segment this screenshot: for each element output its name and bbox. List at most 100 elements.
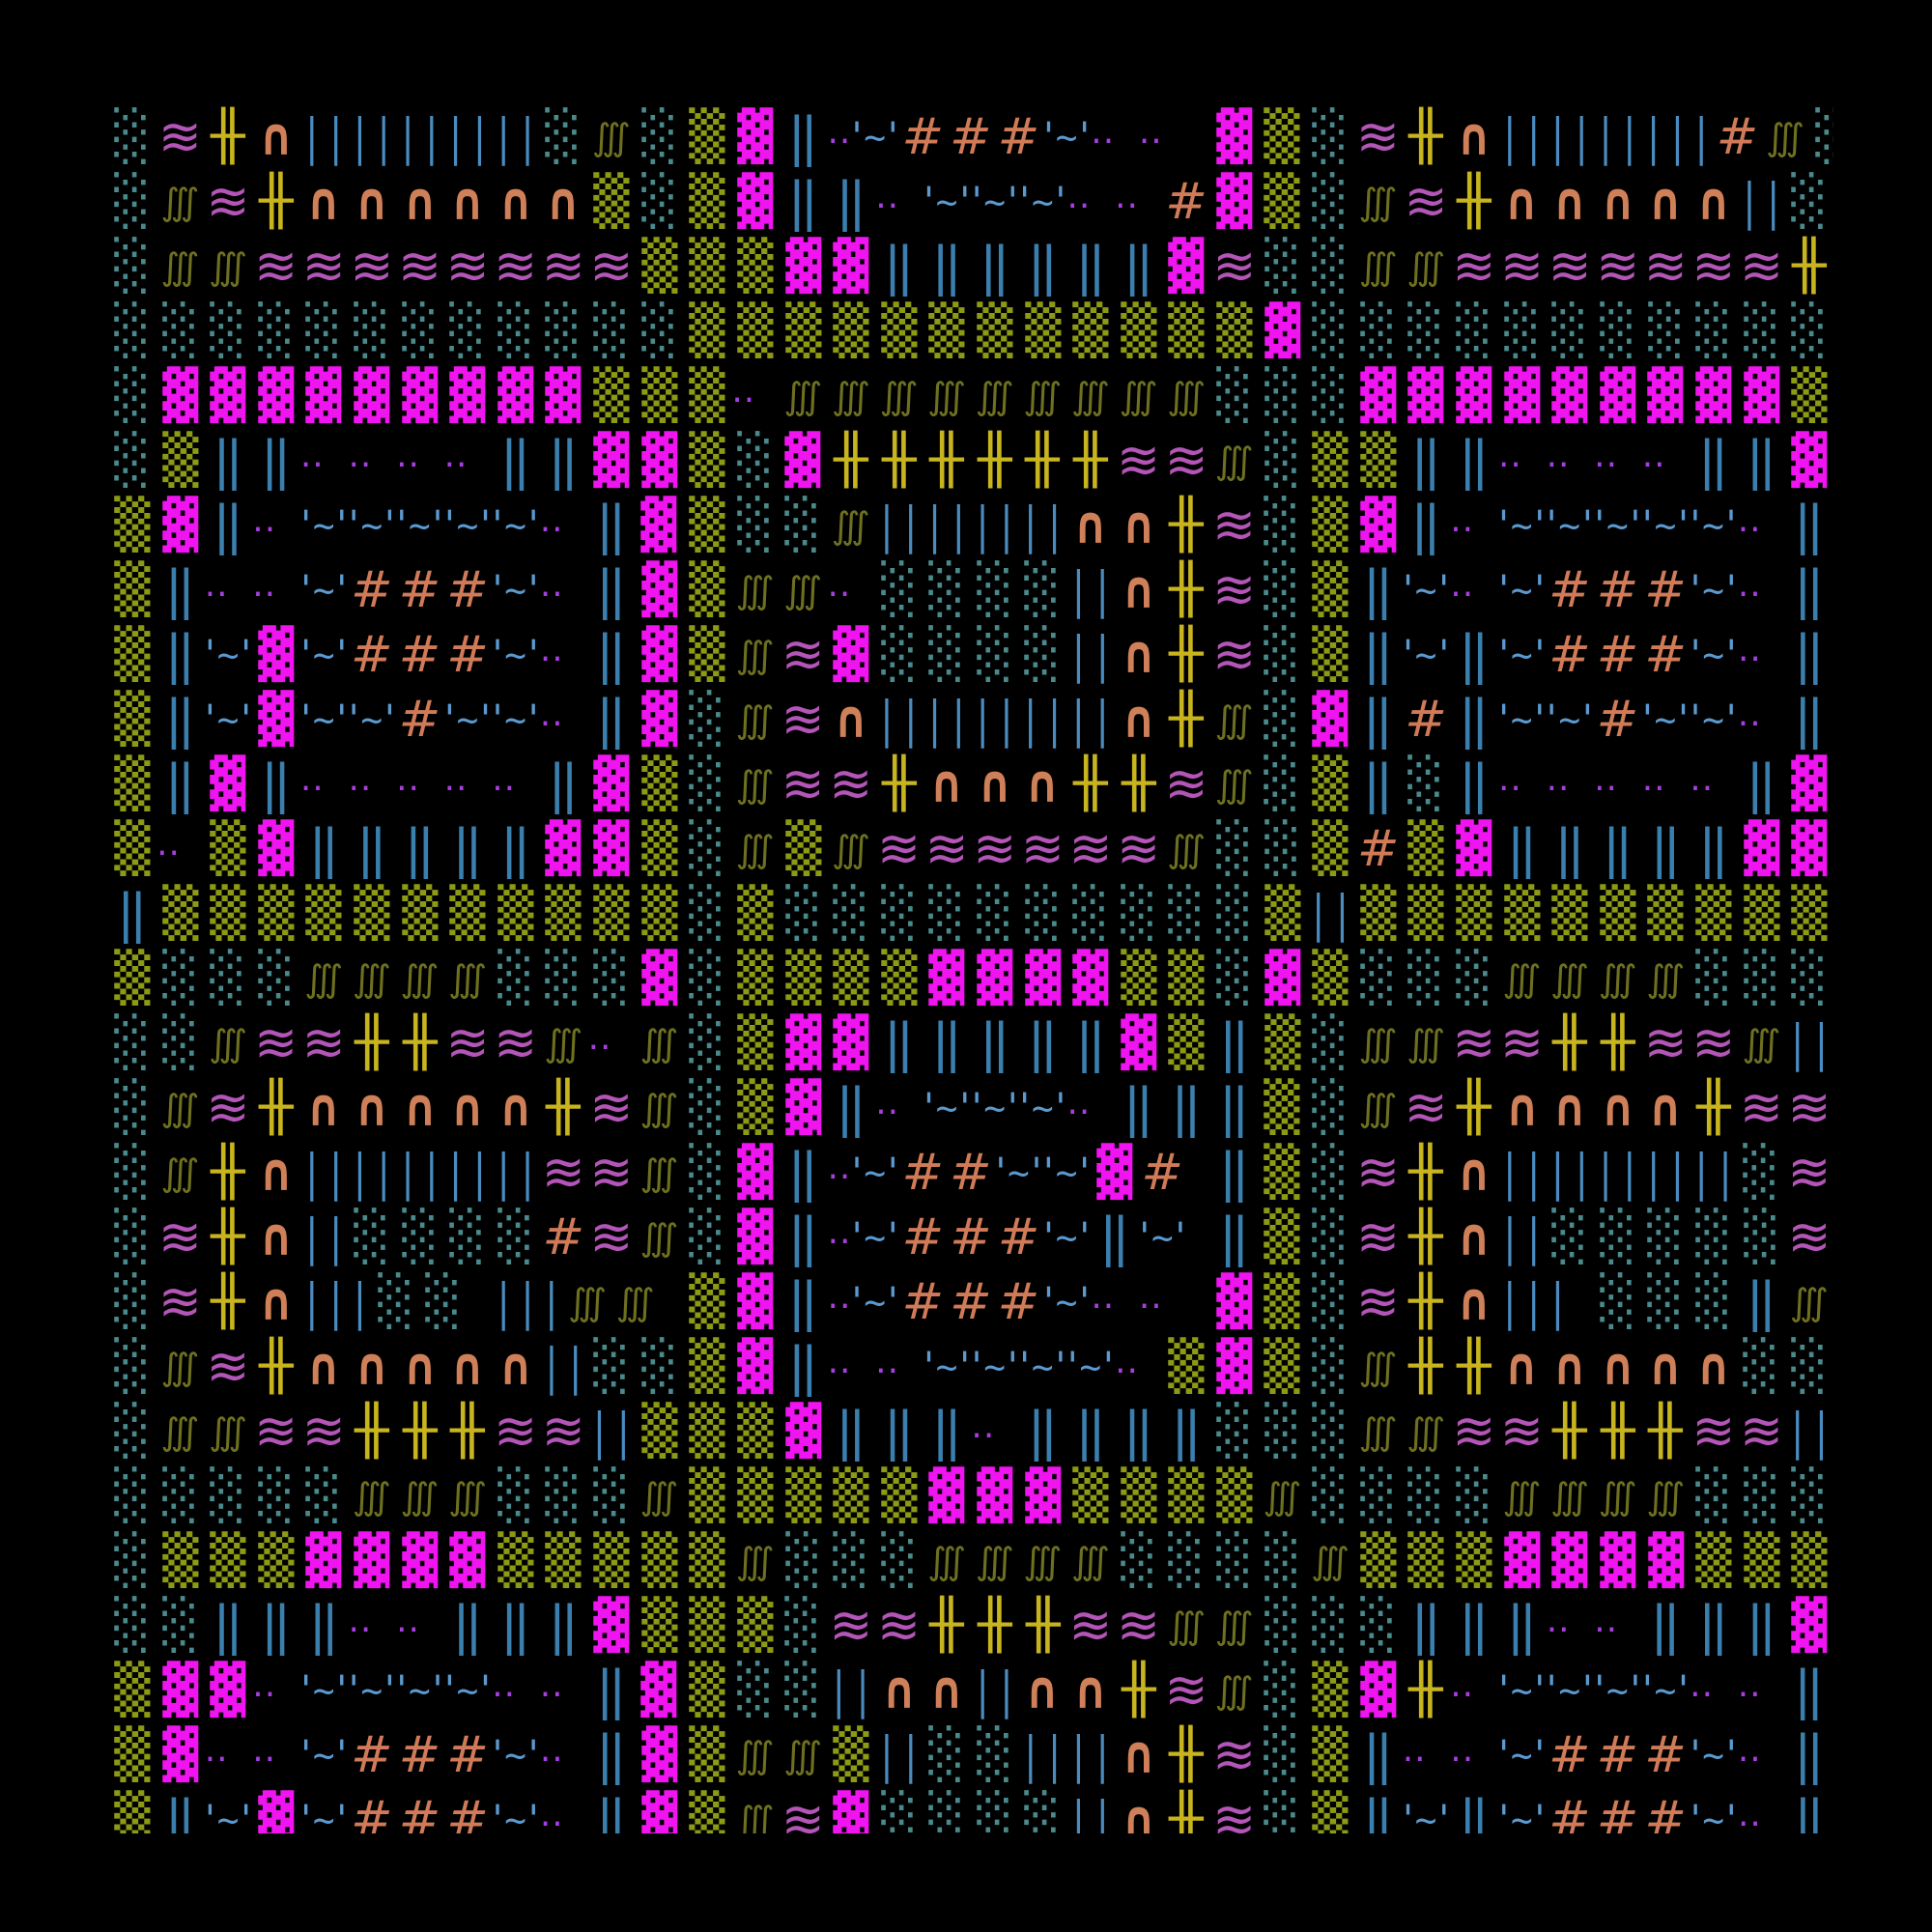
bar-glyph: |	[899, 690, 923, 749]
arch-glyph: ∩	[306, 170, 341, 232]
shade-olive-glyph: ▒	[833, 301, 869, 359]
shade-olive-glyph: ▒	[833, 1466, 869, 1524]
blank-glyph	[1761, 1658, 1785, 1722]
shade-teal-glyph: ░	[640, 107, 677, 165]
dot-glyph: .	[539, 565, 552, 605]
quote-glyph: '	[336, 1667, 348, 1713]
dot-glyph: .	[359, 436, 372, 475]
triple-tilde-glyph: ≋	[1212, 623, 1257, 685]
triple-integral-glyph: ∭	[304, 956, 344, 1000]
dot-glyph: .	[1091, 112, 1102, 152]
quote-glyph: '	[300, 567, 312, 612]
triple-tilde-glyph: ≋	[541, 235, 585, 297]
triple-tilde-glyph: ≋	[1739, 1076, 1783, 1138]
triple-integral-glyph: ∭	[1358, 1345, 1398, 1388]
double-cross-glyph: ╫	[1408, 107, 1443, 165]
double-bar-glyph: ‖	[1218, 1011, 1251, 1073]
dot-glyph: .	[156, 824, 168, 864]
blank-glyph	[1714, 752, 1738, 816]
tilde-glyph: ~	[408, 503, 431, 547]
blank-glyph	[659, 1269, 683, 1334]
dot-glyph: .	[264, 1665, 276, 1705]
bar-glyph: |	[1547, 1143, 1569, 1202]
dot-glyph: .	[204, 565, 216, 605]
shade-teal-glyph: ░	[1264, 1531, 1300, 1589]
double-bar-glyph: ‖	[451, 817, 484, 879]
blank-glyph	[468, 428, 492, 493]
quote-glyph: '	[1581, 1667, 1593, 1713]
shade-teal-glyph: ░	[1216, 1531, 1253, 1589]
triple-tilde-glyph: ≋	[541, 1141, 585, 1203]
shade-teal-glyph: ░	[689, 1208, 725, 1265]
dot-glyph: .	[1510, 436, 1521, 475]
arch-glyph: ∩	[1504, 170, 1539, 232]
triple-tilde-glyph: ≋	[829, 1594, 873, 1656]
shade-magenta-glyph: ▓	[784, 431, 821, 489]
shade-olive-glyph: ▒	[1168, 1337, 1205, 1395]
shade-teal-glyph: ░	[1695, 1272, 1732, 1330]
tilde-glyph: ~	[504, 503, 526, 547]
tilde-glyph: ~	[1654, 1668, 1677, 1712]
shade-olive-glyph: ▒	[689, 1272, 725, 1330]
tilde-glyph: ~	[504, 1798, 527, 1834]
shade-magenta-glyph: ▓	[593, 754, 630, 812]
triple-tilde-glyph: ≋	[445, 1011, 490, 1073]
shade-olive-glyph: ▒	[640, 1402, 678, 1460]
double-cross-glyph: ╫	[402, 1402, 438, 1460]
dot-glyph: .	[827, 112, 838, 152]
arch-glyph: ∩	[929, 1659, 964, 1720]
double-bar-glyph: ‖	[787, 1141, 819, 1203]
shade-teal-glyph: ░	[881, 884, 918, 942]
bar-glyph: |	[1714, 1143, 1737, 1202]
shade-magenta-glyph: ▓	[1072, 949, 1109, 1007]
shade-teal-glyph: ░	[977, 1725, 1013, 1783]
double-cross-glyph: ╫	[929, 431, 964, 489]
double-cross-glyph: ╫	[1169, 1725, 1204, 1783]
bar-glyph: |	[325, 1143, 348, 1202]
bar-glyph: |	[1786, 1013, 1809, 1072]
arch-glyph: ∩	[1121, 494, 1155, 555]
bar-glyph: |	[1498, 1272, 1521, 1331]
double-bar-glyph: ‖	[1218, 1141, 1250, 1203]
tilde-glyph: ~	[456, 697, 479, 741]
blank-glyph	[276, 1658, 300, 1722]
blank-glyph	[1521, 752, 1546, 816]
blank-glyph	[563, 493, 587, 557]
bar-glyph: |	[348, 1143, 371, 1202]
double-cross-glyph: ╫	[402, 1013, 438, 1071]
shade-olive-glyph: ▒	[1264, 1078, 1300, 1136]
triple-tilde-glyph: ≋	[1164, 429, 1208, 491]
blank-glyph	[1091, 169, 1115, 234]
double-bar-glyph: ‖	[595, 494, 627, 555]
dot-glyph: .	[838, 1277, 851, 1317]
tilde-glyph: ~	[360, 503, 384, 547]
quote-glyph: '	[348, 502, 359, 548]
blank-glyph	[1474, 557, 1498, 622]
shade-magenta-glyph: ▓	[833, 237, 869, 295]
triple-integral-glyph: ∭	[352, 1474, 391, 1518]
shade-magenta-glyph: ▓	[354, 366, 390, 424]
double-bar-glyph: ‖	[1553, 817, 1586, 879]
quote-glyph: '	[1438, 1797, 1450, 1834]
double-cross-glyph: ╫	[1169, 1790, 1204, 1833]
triple-tilde-glyph: ≋	[1787, 1076, 1832, 1138]
shade-teal-glyph: ░	[161, 1596, 198, 1654]
hash-glyph: #	[1548, 625, 1591, 684]
shade-magenta-glyph: ▓	[1600, 366, 1636, 424]
dot-glyph: .	[1091, 1277, 1102, 1317]
shade-magenta-glyph: ▓	[640, 1661, 677, 1719]
bar-glyph: |	[1043, 1725, 1066, 1784]
shade-teal-glyph: ░	[928, 884, 965, 942]
blank-glyph	[228, 557, 252, 622]
triple-tilde-glyph: ≋	[1499, 1400, 1545, 1462]
shade-teal-glyph: ░	[833, 1531, 869, 1589]
quote-glyph: '	[336, 696, 348, 742]
triple-integral-glyph: ∭	[831, 503, 870, 547]
shade-teal-glyph: ░	[1407, 301, 1444, 359]
shade-teal-glyph: ░	[1312, 1208, 1349, 1265]
triple-integral-glyph: ∭	[639, 1474, 679, 1518]
shade-teal-glyph: ░	[1312, 172, 1349, 230]
bar-glyph: |	[348, 107, 371, 166]
dot-glyph: .	[838, 1212, 851, 1252]
shade-magenta-glyph: ▓	[258, 819, 295, 877]
